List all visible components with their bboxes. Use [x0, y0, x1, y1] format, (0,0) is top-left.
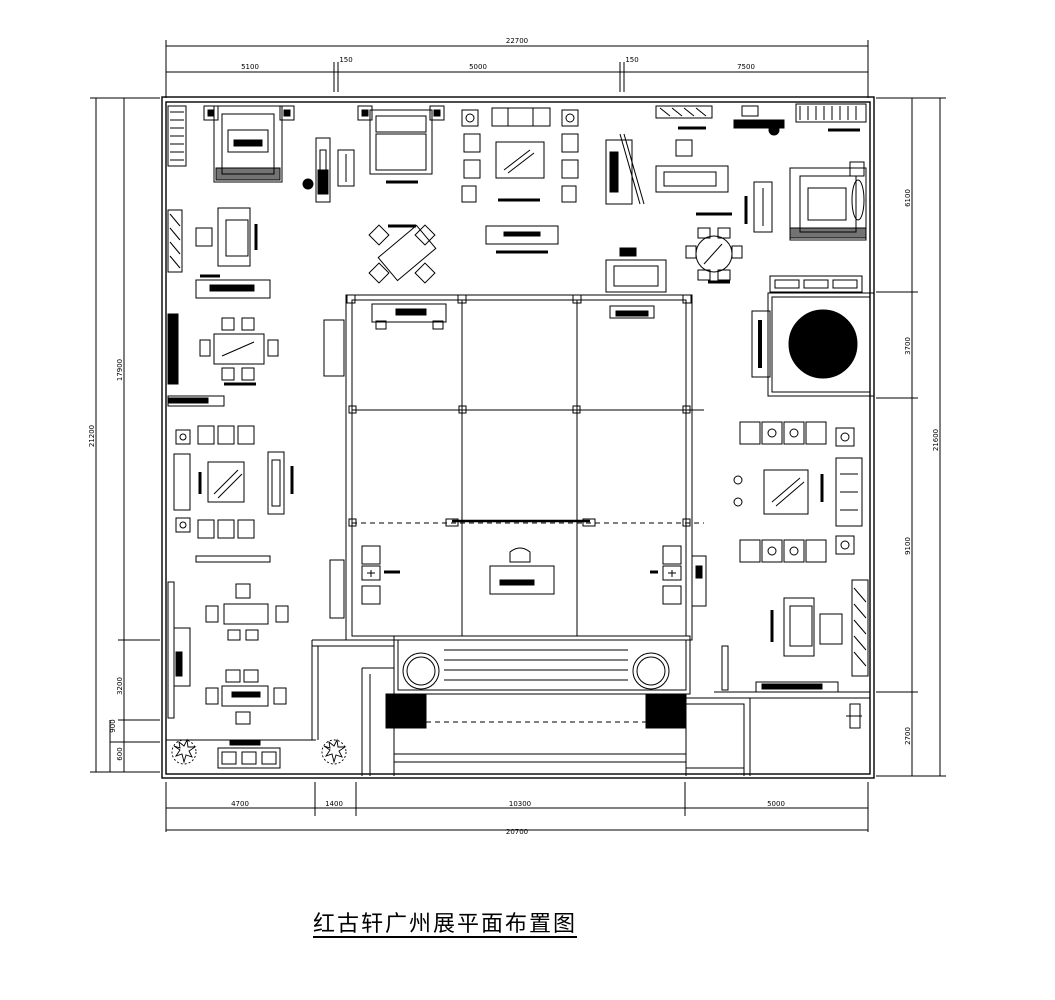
- dim-bottom-overall: 20700: [506, 828, 528, 836]
- left-wing-furniture: [166, 207, 316, 769]
- dim-bottom-seg-1: 4700: [231, 800, 249, 808]
- plant-icon: [171, 738, 347, 765]
- outer-walls: [161, 96, 875, 779]
- dim-left-seg-2: 3200: [116, 677, 124, 695]
- right-wing-furniture: [721, 421, 869, 693]
- dim-top-seg-1: 5100: [241, 63, 259, 71]
- bed-left: [203, 105, 295, 183]
- dim-top-seg-3: 5000: [469, 63, 487, 71]
- dim-left-overall: 21200: [88, 425, 96, 447]
- diamond-dining-set: [368, 224, 437, 284]
- central-stage: [323, 294, 707, 641]
- sofa-set-top: [461, 107, 579, 254]
- dim-right-seg-3: 9100: [904, 537, 912, 555]
- top-right-furniture: [605, 103, 867, 293]
- dim-right-overall: 21600: [932, 429, 940, 451]
- round-black-element: [788, 309, 858, 379]
- dim-top-seg-2: 150: [339, 56, 352, 64]
- floor-plan: 22700 5100 150 5000 150 7500 4700 1400 1…: [88, 37, 946, 836]
- dim-right-seg-2: 3700: [904, 337, 912, 355]
- dimension-lines: [90, 40, 946, 832]
- dim-right-seg-4: 2700: [904, 727, 912, 745]
- round-pillar-alcove: [751, 275, 874, 397]
- dim-bottom-seg-4: 5000: [767, 800, 785, 808]
- bed-center: [337, 105, 445, 187]
- dim-bottom-seg-2: 1400: [325, 800, 343, 808]
- desk-unit: [302, 137, 331, 203]
- dim-top-seg-4: 150: [625, 56, 638, 64]
- dim-right-seg-1: 6100: [904, 189, 912, 207]
- entrance-stairs: [311, 635, 870, 776]
- dim-top-overall: 22700: [506, 37, 528, 45]
- dim-left-seg-3: 900: [109, 719, 117, 732]
- dim-top-seg-5: 7500: [737, 63, 755, 71]
- corner-shelf: [167, 105, 187, 167]
- dim-bottom-seg-3: 10300: [509, 800, 531, 808]
- dim-left-seg-1: 17900: [116, 359, 124, 381]
- drawing-title: 红古轩广州展平面布置图: [312, 912, 577, 937]
- round-table: [695, 235, 733, 273]
- dim-left-seg-4: 600: [116, 747, 124, 760]
